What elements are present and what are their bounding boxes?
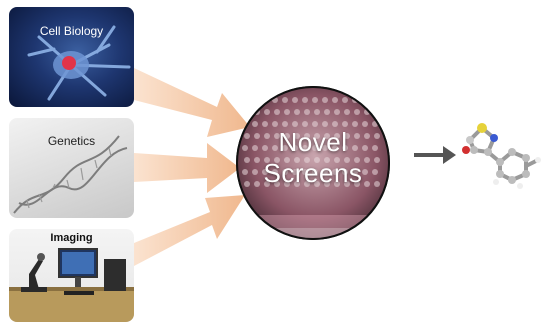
molecule-icon	[462, 123, 541, 189]
arrow-screens-to-molecule	[414, 146, 456, 164]
